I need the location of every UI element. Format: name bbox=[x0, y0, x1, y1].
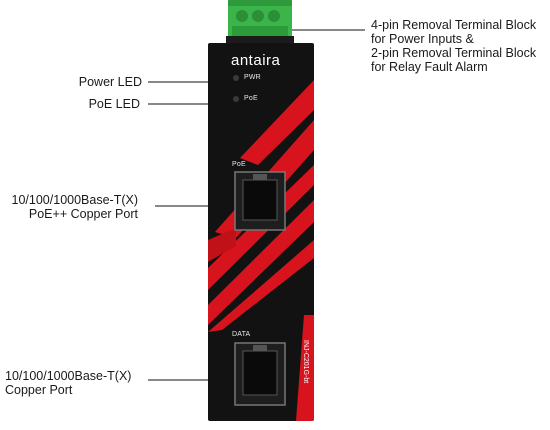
poe-led-label: PoE bbox=[244, 95, 258, 102]
terminal-callout-line-2: for Power Inputs & bbox=[371, 32, 474, 46]
brand-logo: antaira bbox=[231, 52, 281, 69]
poe-port-callout: 10/100/1000Base-T(X) PoE++ Copper Port bbox=[12, 193, 138, 221]
data-rj45-port bbox=[234, 342, 286, 406]
poe-port-callout-line-1: 10/100/1000Base-T(X) bbox=[11, 193, 138, 207]
terminal-callout-line-1: 4-pin Removal Terminal Block bbox=[371, 18, 537, 32]
poe-led bbox=[233, 96, 239, 102]
terminal-block bbox=[226, 0, 294, 44]
model-label: INJ-C201G-bt bbox=[302, 340, 309, 384]
poe-rj45-port bbox=[234, 171, 286, 231]
copper-port-callout-line-1: 10/100/1000Base-T(X) bbox=[5, 369, 132, 383]
copper-port-callout: 10/100/1000Base-T(X) Copper Port bbox=[5, 369, 131, 397]
data-port-label: DATA bbox=[232, 331, 251, 338]
poe-port-callout-line-2: PoE++ Copper Port bbox=[28, 207, 138, 221]
pwr-led bbox=[233, 75, 239, 81]
terminal-callout-line-4: for Relay Fault Alarm bbox=[371, 60, 488, 74]
terminal-callout-line-3: 2-pin Removal Terminal Block bbox=[371, 46, 537, 60]
poe-port-label: PoE bbox=[232, 161, 246, 168]
copper-port-callout-line-2: Copper Port bbox=[5, 383, 73, 397]
pwr-led-label: PWR bbox=[244, 74, 261, 81]
power-led-callout: Power LED bbox=[78, 75, 142, 89]
poe-led-callout: PoE LED bbox=[88, 97, 140, 111]
terminal-block-callout: 4-pin Removal Terminal Block for Power I… bbox=[371, 18, 536, 74]
